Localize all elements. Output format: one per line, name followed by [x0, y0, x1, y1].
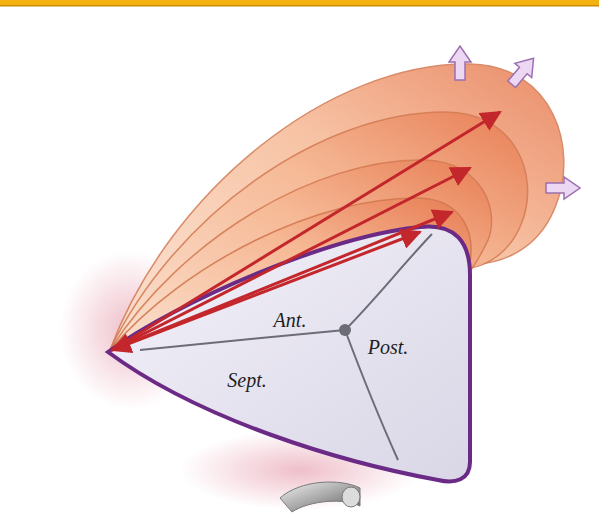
commissure-junction: [339, 324, 351, 336]
top-bar: [0, 0, 599, 5]
dilation-vectors: [112, 112, 500, 350]
leaflet-label: Post.: [368, 337, 409, 357]
valve-annulus: [108, 226, 470, 481]
commissure-line: [140, 330, 345, 350]
commissure-line: [345, 234, 432, 330]
vessel-opening: [342, 487, 360, 507]
outward-arrow: [449, 46, 580, 199]
leaflet-label: Sept.: [227, 370, 266, 390]
top-bar-rule: [0, 5, 599, 7]
leaflet-label: Ant.: [274, 310, 307, 330]
vessel-tube: [280, 482, 360, 512]
